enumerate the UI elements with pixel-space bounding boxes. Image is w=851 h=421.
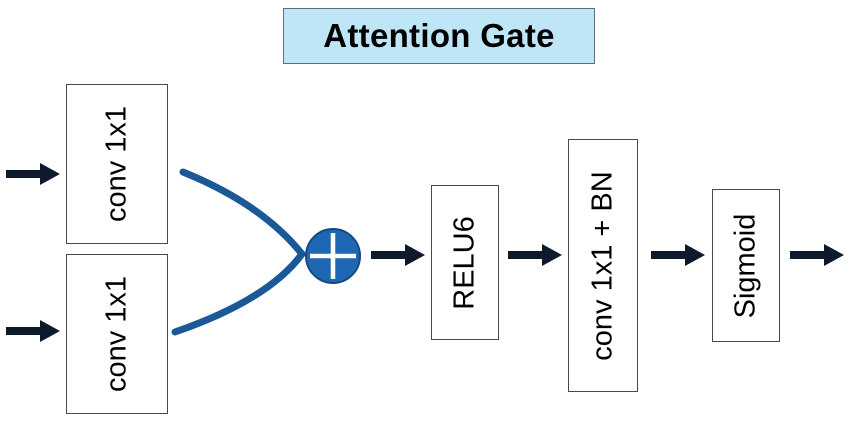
circled-plus-icon [305, 228, 361, 284]
merge-curve-bottom [171, 250, 306, 336]
sigmoid-block: Sigmoid [712, 189, 780, 342]
conv-top-block: conv 1x1 [66, 84, 168, 244]
conv-to-sigmoid-arrow-icon [651, 244, 705, 266]
input-arrow-bottom-icon [6, 320, 60, 342]
relu-to-conv-arrow-icon [508, 244, 562, 266]
input-arrow-top-icon [6, 163, 60, 185]
relu-block: RELU6 [431, 185, 499, 340]
conv-bn-block: conv 1x1 + BN [568, 139, 638, 392]
merge-curve-top [179, 168, 306, 258]
diagram-title: Attention Gate [323, 17, 555, 54]
output-arrow-icon [790, 244, 844, 266]
add-to-relu-arrow-icon [371, 244, 425, 266]
conv-bottom-block: conv 1x1 [66, 254, 168, 414]
title-box: Attention Gate [283, 8, 595, 64]
